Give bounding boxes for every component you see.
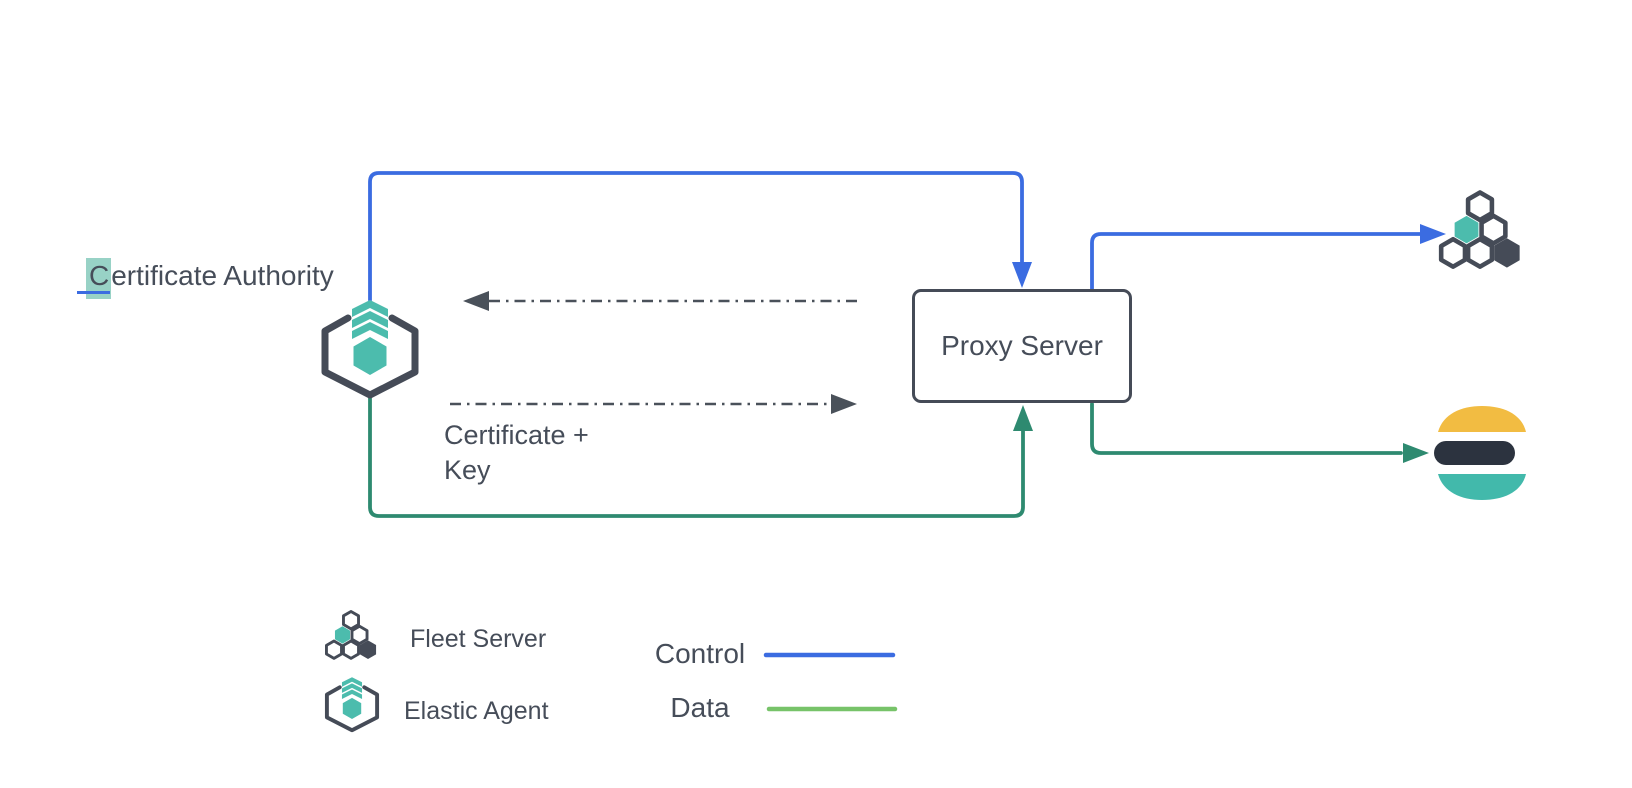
data-line-agent-to-proxy (368, 392, 1033, 518)
control-line-agent-to-proxy (368, 171, 1032, 302)
proxy-server-node: Proxy Server (912, 289, 1132, 403)
data-line-proxy-to-elasticsearch (1090, 402, 1429, 463)
dashed-arrow-proxy-to-agent (463, 291, 862, 311)
highlighted-letter: C (86, 258, 112, 299)
certificate-key-edge-label: Certificate + Key (444, 420, 589, 485)
elastic-agent-icon (320, 296, 420, 400)
legend-elastic-agent-icon (324, 675, 380, 733)
control-line-proxy-to-fleet (1090, 224, 1446, 291)
legend-fleet-server-label: Fleet Server (410, 625, 547, 653)
elasticsearch-logo (1434, 403, 1528, 503)
legend-control-label: Control (654, 638, 746, 669)
fleet-server-icon (1434, 187, 1526, 274)
certificate-authority-text: ertificate Authority (111, 260, 334, 291)
legend-elastic-agent-label: Elastic Agent (404, 697, 549, 725)
legend-fleet-server-icon (322, 608, 380, 663)
certificate-authority-label: Certificate Authority (86, 258, 334, 299)
legend-data-label: Data (670, 692, 730, 723)
dashed-arrow-agent-to-proxy (450, 394, 857, 414)
proxy-server-label: Proxy Server (941, 330, 1103, 361)
